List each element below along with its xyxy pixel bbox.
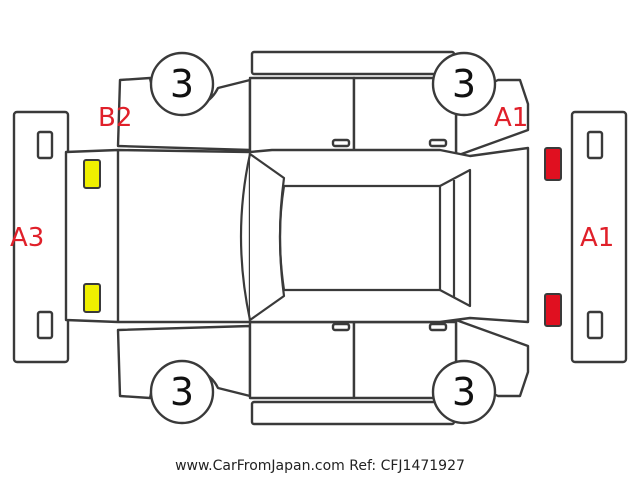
front-lamp-bottom — [544, 293, 562, 327]
source-reference: www.CarFromJapan.com Ref: CFJ1471927 — [175, 458, 465, 474]
wheel-rear-left: 3 — [149, 51, 215, 117]
wheel-front-left: 3 — [431, 51, 497, 117]
wheel-rear-right-rating: 3 — [170, 370, 194, 414]
car-top-view — [64, 146, 530, 324]
damage-code-rear-left: B2 — [98, 103, 132, 133]
wheel-rear-right: 3 — [149, 359, 215, 425]
wheel-rear-left-rating: 3 — [170, 62, 194, 106]
damage-code-front-bumper: A1 — [580, 223, 614, 253]
front-bumper-panel — [570, 110, 628, 364]
front-lamp-top — [544, 147, 562, 181]
damage-code-front-left: A1 — [494, 103, 528, 133]
rear-lamp-bottom — [83, 283, 101, 313]
rear-lamp-top — [83, 159, 101, 189]
wheel-front-right-rating: 3 — [452, 370, 476, 414]
rear-lamps — [83, 159, 101, 313]
wheel-front-right: 3 — [431, 359, 497, 425]
right-side-panels — [116, 318, 530, 426]
wheel-front-left-rating: 3 — [452, 62, 476, 106]
damage-code-rear-bumper: A3 — [10, 223, 44, 253]
front-lamps — [544, 147, 562, 327]
